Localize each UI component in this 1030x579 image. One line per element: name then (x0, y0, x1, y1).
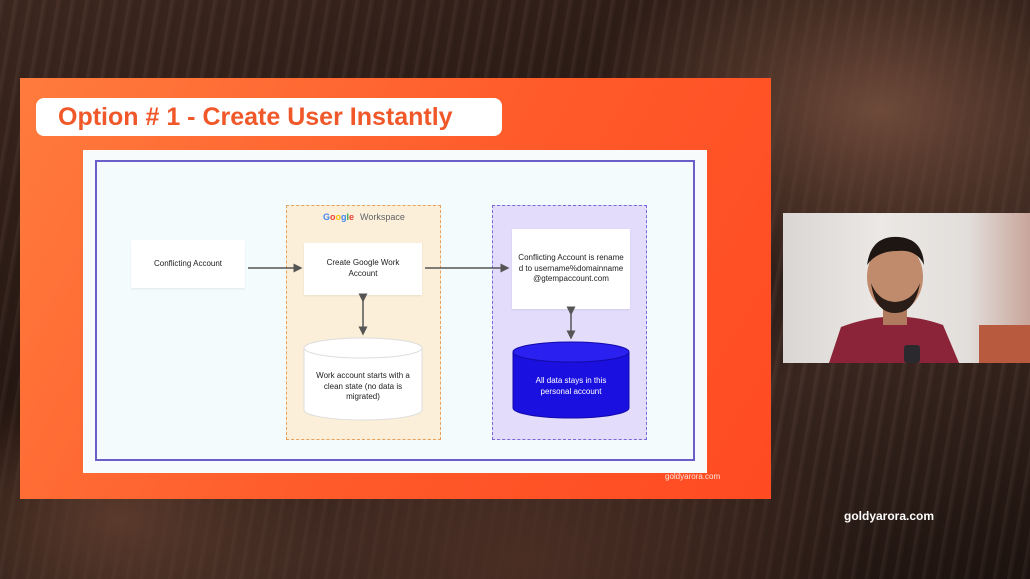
conflicting-account-label: Conflicting Account (153, 258, 223, 268)
presenter-hair (867, 236, 924, 265)
presenter-beard (871, 283, 920, 313)
data-stays-label: All data stays in this personal account (535, 376, 607, 396)
slide-title-box: Option # 1 - Create User Instantly (36, 98, 502, 136)
diagram-connectors (248, 263, 630, 421)
conflicting-account-node: Conflicting Account (131, 240, 245, 288)
presenter-webcam (783, 213, 1030, 363)
slide-watermark: goldyarora.com (665, 472, 721, 481)
diagram-frame: Conflicting Account Google Workspace Cre… (95, 160, 695, 461)
google-workspace-logo: Google Workspace (323, 212, 405, 222)
data-stays-label-box: All data stays in this personal account (515, 364, 627, 410)
data-stays-cylinder (512, 341, 630, 419)
diagram-card: Conflicting Account Google Workspace Cre… (83, 150, 707, 473)
clean-state-label: Work account starts with a clean state (… (316, 370, 410, 402)
slide-title: Option # 1 - Create User Instantly (58, 102, 453, 131)
presenter-illustration (829, 236, 1030, 363)
microphone (904, 345, 920, 363)
create-work-account-label: Create Google Work Account (326, 258, 400, 278)
workspace-logo-text: Workspace (360, 212, 405, 222)
background-cushion (979, 325, 1030, 363)
clean-state-label-box: Work account starts with a clean state (… (306, 360, 420, 414)
renamed-account-label: Conflicting Account is renamed to userna… (518, 252, 624, 284)
create-work-account-node: Create Google Work Account (304, 243, 422, 295)
presentation-slide: Option # 1 - Create User Instantly Confl… (20, 78, 771, 499)
clean-state-cylinder (303, 337, 423, 421)
google-logo-text: Google (323, 212, 355, 222)
presenter-shirt (829, 316, 959, 363)
renamed-account-node: Conflicting Account is renamed to userna… (512, 229, 630, 309)
presenter-face (867, 242, 923, 312)
page-watermark: goldyarora.com (844, 509, 935, 523)
